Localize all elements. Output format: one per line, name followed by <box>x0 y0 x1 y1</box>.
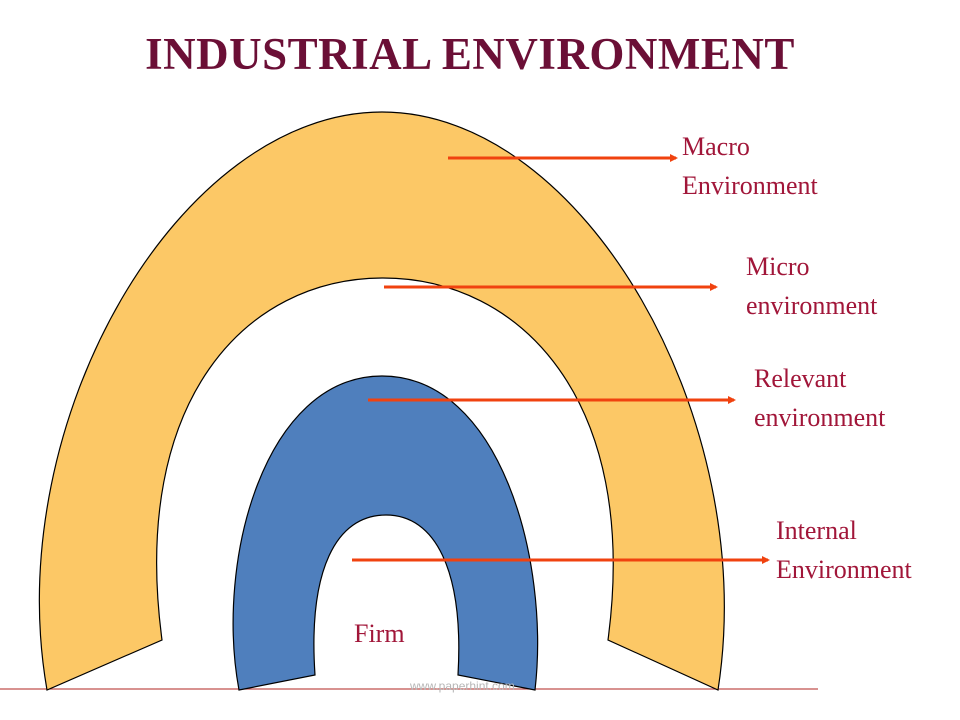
watermark: www.paperhint.com <box>410 679 515 693</box>
inner-arch <box>232 375 539 691</box>
label-line: Macro <box>682 132 750 161</box>
label-line: Relevant <box>754 364 847 393</box>
label-line: environment <box>754 403 886 432</box>
firm-label: Firm <box>354 619 405 648</box>
label-line: Micro <box>746 252 810 281</box>
internal-environment-label: Internal Environment <box>776 511 912 589</box>
outer-arch <box>38 111 725 691</box>
label-line: Environment <box>682 171 818 200</box>
label-line: environment <box>746 291 878 320</box>
label-line: Internal <box>776 516 857 545</box>
macro-environment-label: Macro Environment <box>682 127 818 205</box>
micro-environment-label: Micro environment <box>746 247 877 325</box>
relevant-environment-label: Relevant environment <box>754 359 885 437</box>
page-title: INDUSTRIAL ENVIRONMENT <box>145 29 795 79</box>
label-line: Environment <box>776 555 912 584</box>
